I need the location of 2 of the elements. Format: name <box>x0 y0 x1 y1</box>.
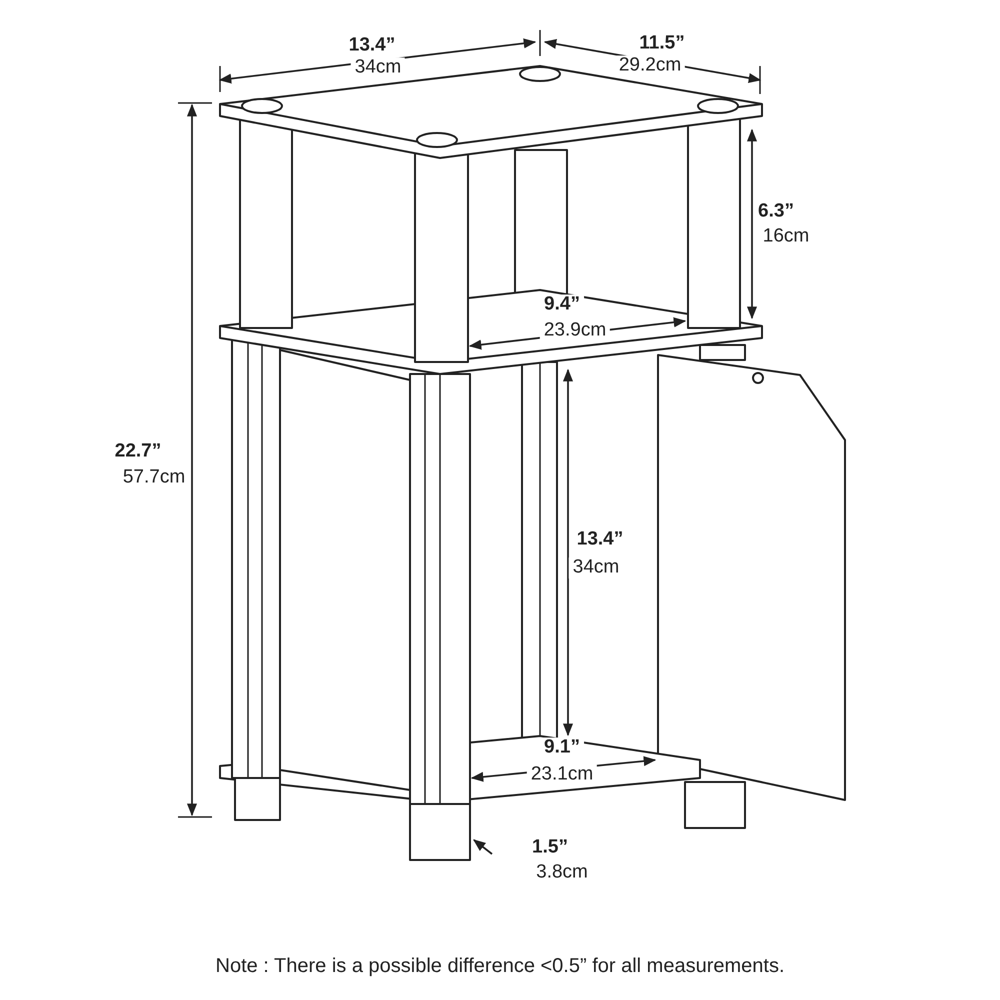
dimension-label: 23.9cm <box>540 320 610 342</box>
caption: Note : There is a possible difference <0.5” for all measurements. <box>214 955 786 978</box>
